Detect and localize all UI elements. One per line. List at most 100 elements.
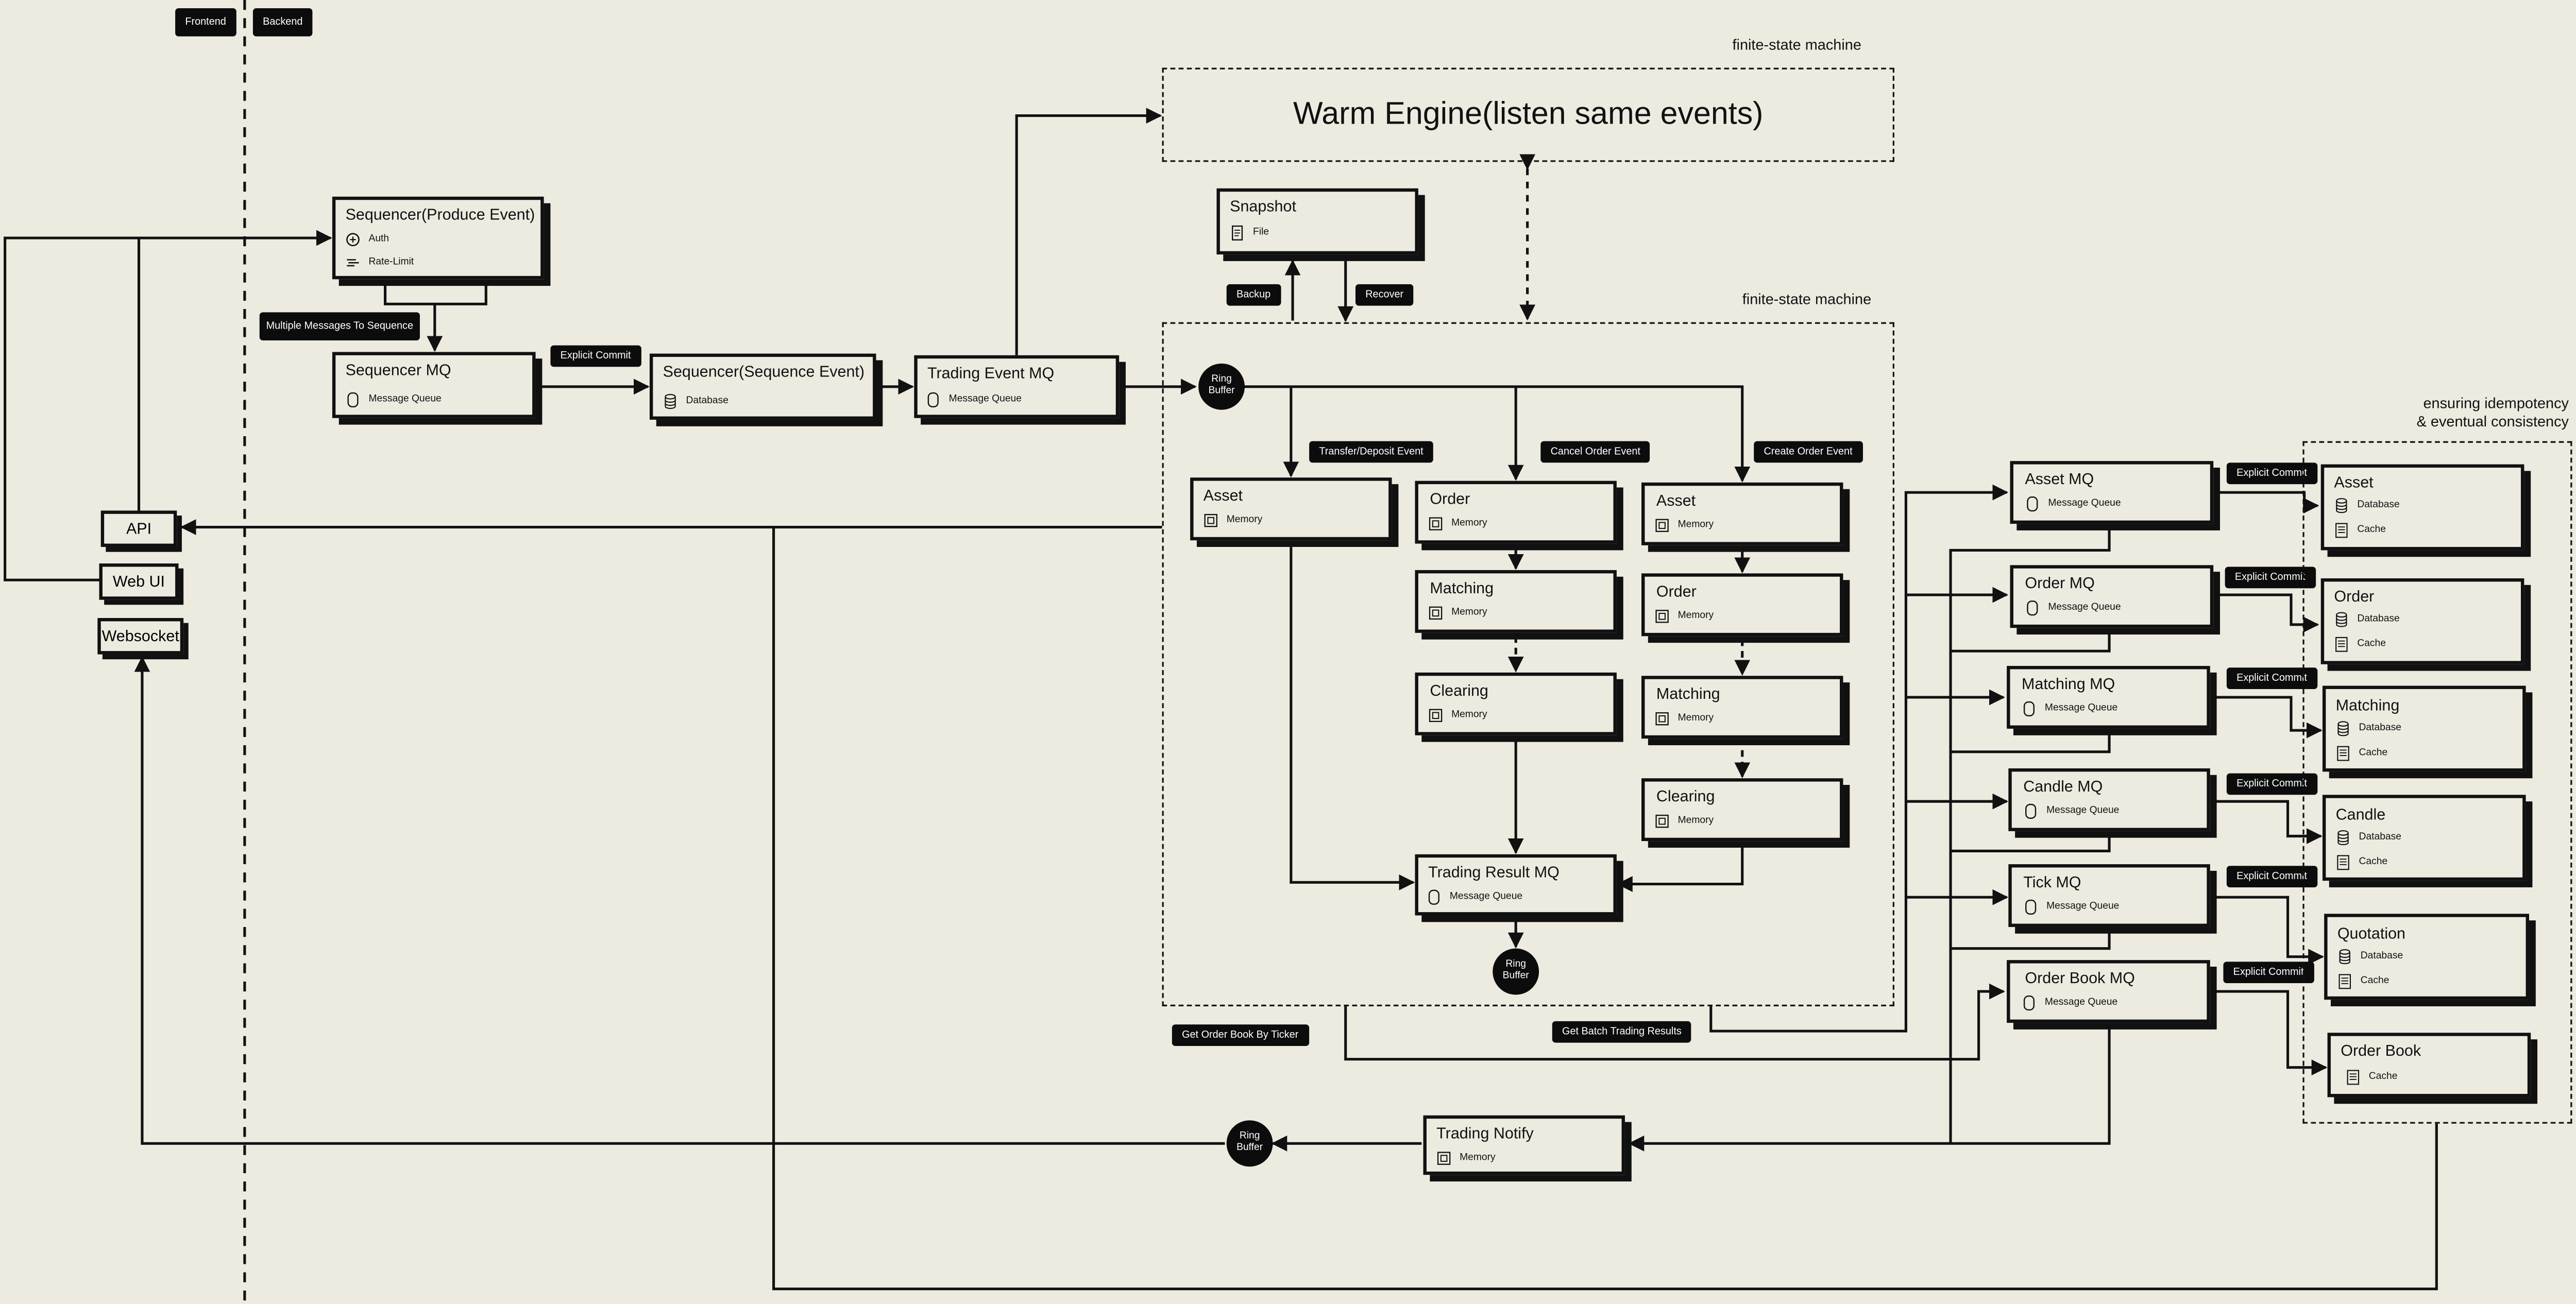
- engine-order-mid-row: Memory: [1428, 516, 1487, 532]
- engine-order-right-box[interactable]: Order Memory: [1641, 573, 1843, 637]
- engine-clearing-mid-box[interactable]: Clearing Memory: [1415, 672, 1617, 735]
- api-label: API: [126, 520, 152, 538]
- api-box[interactable]: API: [100, 510, 177, 547]
- store-asset-title: Asset: [2334, 474, 2374, 493]
- memory-icon: [1437, 1152, 1451, 1165]
- database-icon: [665, 393, 676, 409]
- engine-asset-right-box[interactable]: Asset Memory: [1641, 482, 1843, 545]
- websocket-box[interactable]: Websocket: [97, 617, 184, 655]
- store-quotation-box[interactable]: Quotation Database Cache: [2324, 914, 2530, 1000]
- engine-clearing-mid-title: Clearing: [1430, 682, 1488, 701]
- sequencer-sequence-box[interactable]: Sequencer(Sequence Event) Database: [649, 353, 876, 420]
- engine-asset-left-box[interactable]: Asset Memory: [1190, 477, 1392, 541]
- store-orderbook-cache-row: Cache: [2346, 1069, 2398, 1086]
- trading-event-mq-row: Message Queue: [926, 391, 1022, 408]
- warm-engine-box[interactable]: Warm Engine(listen same events): [1162, 67, 1894, 162]
- trading-result-mq-row: Message Queue: [1427, 889, 1522, 905]
- cache-icon: [2338, 974, 2351, 989]
- candle-mq-row: Message Queue: [2023, 803, 2119, 819]
- store-candle-box[interactable]: Candle Database Cache: [2322, 795, 2526, 881]
- frontend-tag: Frontend: [175, 8, 236, 37]
- store-matching-box[interactable]: Matching Database Cache: [2322, 685, 2526, 772]
- tick-mq-sub: Message Queue: [2046, 902, 2120, 913]
- engine-clearing-right-box[interactable]: Clearing Memory: [1641, 778, 1843, 842]
- ring-buffer-engine: Ring Buffer: [1198, 363, 1245, 410]
- auth-icon: [346, 233, 360, 247]
- file-icon: [1232, 225, 1243, 241]
- message-queue-icon: [927, 392, 939, 408]
- orderbook-mq-box[interactable]: Order Book MQ Message Queue: [2007, 960, 2210, 1023]
- store-order-db-row: Database: [2334, 611, 2400, 628]
- store-asset-db-row: Database: [2334, 497, 2400, 514]
- ratelimit-row: Rate-Limit: [346, 254, 414, 271]
- store-orderbook-cache: Cache: [2368, 1072, 2398, 1083]
- store-asset-cache: Cache: [2357, 525, 2386, 536]
- webui-box[interactable]: Web UI: [99, 563, 179, 600]
- database-icon: [2336, 498, 2347, 513]
- asset-mq-box[interactable]: Asset MQ Message Queue: [2010, 461, 2214, 524]
- matching-mq-box[interactable]: Matching MQ Message Queue: [2007, 666, 2210, 729]
- trading-result-mq-box[interactable]: Trading Result MQ Message Queue: [1415, 854, 1617, 916]
- auth-label: Auth: [368, 234, 389, 245]
- trading-notify-row: Memory: [1436, 1150, 1496, 1166]
- message-queue-icon: [2027, 496, 2038, 512]
- get-batch-pill[interactable]: Get Batch Trading Results: [1552, 1021, 1692, 1043]
- order-mq-row: Message Queue: [2025, 600, 2121, 616]
- sequencer-produce-box[interactable]: Sequencer(Produce Event) Auth Rate-Limit: [332, 196, 544, 280]
- message-queue-icon: [1428, 889, 1439, 905]
- explicit-commit-pill-orderbook: Explicit Commit: [2223, 962, 2314, 984]
- cache-icon: [2335, 637, 2348, 652]
- store-quotation-title: Quotation: [2337, 925, 2406, 944]
- candle-mq-box[interactable]: Candle MQ Message Queue: [2008, 768, 2210, 831]
- store-orderbook-box[interactable]: Order Book Cache: [2327, 1033, 2531, 1097]
- ring-fanout-line: [1243, 385, 1751, 483]
- store-asset-cache-row: Cache: [2334, 522, 2386, 539]
- cache-icon: [2337, 855, 2349, 870]
- engine-matching-right-box[interactable]: Matching Memory: [1641, 676, 1843, 739]
- webui-to-sequencer-arrow: [4, 230, 332, 581]
- sequencer-sequence-row: Database: [663, 393, 728, 410]
- store-asset-box[interactable]: Asset Database Cache: [2320, 464, 2524, 551]
- engine-order-mid-box[interactable]: Order Memory: [1415, 481, 1617, 544]
- trading-result-mq-title: Trading Result MQ: [1428, 864, 1560, 883]
- matching-mq-title: Matching MQ: [2021, 676, 2115, 694]
- trading-event-mq-box[interactable]: Trading Event MQ Message Queue: [914, 355, 1120, 418]
- stores-boundary: [2302, 441, 2572, 1124]
- snapshot-row: File: [1230, 225, 1269, 241]
- store-quotation-cache-row: Cache: [2337, 973, 2389, 990]
- store-candle-title: Candle: [2335, 806, 2386, 825]
- store-order-box[interactable]: Order Database Cache: [2320, 578, 2524, 664]
- engine-order-right-sub: Memory: [1677, 611, 1714, 622]
- backup-pill: Backup: [1226, 284, 1281, 306]
- rate-limit-icon: [347, 259, 359, 267]
- trading-event-mq-sub: Message Queue: [948, 394, 1022, 405]
- snapshot-box[interactable]: Snapshot File: [1216, 188, 1418, 255]
- store-quotation-cache: Cache: [2360, 976, 2389, 987]
- engine-clearing-mid-row: Memory: [1428, 707, 1487, 724]
- tick-mq-box[interactable]: Tick MQ Message Queue: [2008, 864, 2210, 927]
- multi-messages-pill: Multiple Messages To Sequence: [259, 312, 420, 340]
- idempotency-caption: ensuring idempotency & eventual consiste…: [2364, 395, 2569, 432]
- message-queue-icon: [2023, 701, 2035, 717]
- order-mq-box[interactable]: Order MQ Message Queue: [2010, 565, 2214, 628]
- webui-label: Web UI: [112, 572, 165, 591]
- fsm-warm-caption: finite-state machine: [1732, 36, 1861, 53]
- engine-asset-right-sub: Memory: [1677, 520, 1714, 530]
- trading-notify-box[interactable]: Trading Notify Memory: [1423, 1115, 1625, 1175]
- memory-icon: [1655, 712, 1669, 726]
- message-queue-icon: [2023, 995, 2035, 1011]
- store-candle-cache: Cache: [2359, 857, 2388, 868]
- tick-mq-title: Tick MQ: [2023, 874, 2081, 893]
- store-quotation-db: Database: [2360, 952, 2403, 962]
- asset-mq-row: Message Queue: [2025, 496, 2121, 512]
- get-order-book-pill[interactable]: Get Order Book By Ticker: [1172, 1024, 1309, 1046]
- sequencer-mq-box[interactable]: Sequencer MQ Message Queue: [332, 352, 536, 418]
- trading-event-mq-title: Trading Event MQ: [927, 365, 1055, 384]
- engine-clearing-mid-sub: Memory: [1451, 710, 1487, 720]
- idempotency-line1: ensuring idempotency: [2423, 394, 2569, 411]
- engine-asset-left-title: Asset: [1203, 487, 1243, 506]
- engine-matching-mid-box[interactable]: Matching Memory: [1415, 570, 1617, 633]
- sequencer-mq-sub: Message Queue: [368, 394, 442, 405]
- matching-mq-row: Message Queue: [2022, 700, 2117, 717]
